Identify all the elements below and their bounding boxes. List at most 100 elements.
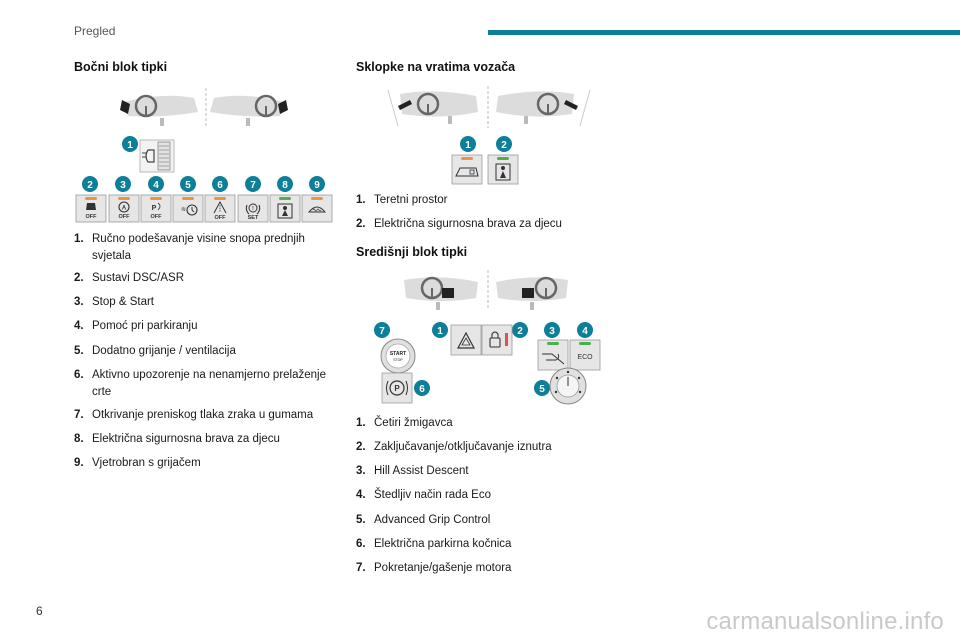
button-cargo-area bbox=[451, 154, 483, 185]
section-title-side-block: Bočni blok tipki bbox=[74, 60, 168, 74]
center-item-1: 1.Četiri žmigavca bbox=[356, 417, 453, 429]
button-lane-departure-off: OFF bbox=[204, 194, 236, 223]
svg-text:1: 1 bbox=[465, 140, 471, 151]
svg-text:3: 3 bbox=[549, 326, 555, 337]
badge-2: 2 bbox=[82, 176, 98, 192]
center-item-3: 3.Hill Assist Descent bbox=[356, 465, 469, 477]
svg-text:5: 5 bbox=[539, 384, 545, 395]
svg-text:4: 4 bbox=[582, 326, 588, 337]
svg-text:≋: ≋ bbox=[181, 207, 186, 213]
center-badge-6: 6 bbox=[414, 380, 430, 396]
button-dsc-off: OFF bbox=[75, 194, 107, 223]
button-tyre-pressure-set: ! SET bbox=[237, 194, 269, 223]
badge-6: 6 bbox=[212, 176, 228, 192]
svg-text:2: 2 bbox=[501, 140, 507, 151]
dashboard-rhd-icon bbox=[210, 94, 288, 126]
button-stop-start-off: A OFF bbox=[108, 194, 140, 223]
svg-text:1: 1 bbox=[127, 140, 133, 151]
svg-text:4: 4 bbox=[153, 180, 159, 191]
svg-text:8: 8 bbox=[282, 180, 288, 191]
svg-text:A: A bbox=[122, 206, 127, 212]
section-title-center-block: Središnji blok tipki bbox=[356, 245, 468, 259]
svg-text:2: 2 bbox=[87, 180, 93, 191]
svg-text:P: P bbox=[394, 384, 400, 393]
side-item-8: 8.Električna sigurnosna brava za djecu bbox=[74, 433, 280, 445]
svg-text:2: 2 bbox=[517, 326, 523, 337]
button-start-stop: START STOP bbox=[380, 338, 416, 374]
button-door-child-lock bbox=[487, 154, 519, 185]
svg-text:OFF: OFF bbox=[151, 214, 163, 220]
badge-9: 9 bbox=[309, 176, 325, 192]
side-block-illustration: 1 2 3 4 5 6 7 8 9 OFF A OFF P OF bbox=[75, 88, 333, 223]
door-dashboard-lhd-icon bbox=[387, 89, 478, 127]
center-item-6: 6.Električna parkirna kočnica bbox=[356, 538, 512, 550]
svg-text:OFF: OFF bbox=[215, 215, 227, 221]
section-title-door-block: Sklopke na vratima vozača bbox=[356, 60, 516, 74]
center-block-illustration: 7 1 2 3 4 6 5 START STOP ECO P bbox=[374, 270, 601, 405]
badge-5: 5 bbox=[180, 176, 196, 192]
button-hazard-lights bbox=[450, 324, 482, 356]
button-park-assist-off: P OFF bbox=[140, 194, 172, 223]
svg-text:P: P bbox=[152, 205, 157, 212]
svg-text:5: 5 bbox=[185, 180, 191, 191]
side-item-9: 9.Vjetrobran s grijačem bbox=[74, 457, 201, 469]
center-item-4: 4.Štedljiv način rada Eco bbox=[356, 489, 491, 501]
center-badge-1: 1 bbox=[432, 322, 448, 338]
watermark: carmanualsonline.info bbox=[706, 608, 944, 635]
page-number: 6 bbox=[36, 604, 43, 618]
badge-3: 3 bbox=[115, 176, 131, 192]
badge-8: 8 bbox=[277, 176, 293, 192]
door-item-1: 1.Teretni prostor bbox=[356, 194, 448, 206]
door-item-2: 2.Električna sigurnosna brava za djecu bbox=[356, 218, 562, 230]
center-badge-2: 2 bbox=[512, 322, 528, 338]
side-item-3: 3.Stop & Start bbox=[74, 296, 155, 308]
center-item-5: 5.Advanced Grip Control bbox=[356, 514, 491, 526]
header-accent-bar bbox=[488, 30, 960, 35]
header-title: Pregled bbox=[74, 24, 116, 38]
svg-text:9: 9 bbox=[314, 180, 320, 191]
button-aux-heating: ≋ bbox=[172, 194, 204, 223]
svg-text:1: 1 bbox=[437, 326, 443, 337]
side-item-6: 6.Aktivno upozorenje na nenamjerno prela… bbox=[74, 369, 326, 398]
svg-text:OFF: OFF bbox=[119, 214, 131, 220]
center-badge-7: 7 bbox=[374, 322, 390, 338]
center-dashboard-lhd-icon bbox=[404, 276, 478, 310]
svg-text:OFF: OFF bbox=[86, 214, 98, 220]
center-badge-5: 5 bbox=[534, 380, 550, 396]
button-child-lock bbox=[269, 194, 301, 223]
door-badge-1: 1 bbox=[460, 136, 476, 152]
side-item-4: 4.Pomoć pri parkiranju bbox=[74, 320, 198, 332]
button-hill-descent bbox=[537, 339, 569, 371]
center-dashboard-rhd-icon bbox=[496, 276, 568, 310]
svg-text:7: 7 bbox=[250, 180, 256, 191]
badge-1: 1 bbox=[122, 136, 138, 152]
badge-7: 7 bbox=[245, 176, 261, 192]
door-block-illustration: 1 2 bbox=[387, 86, 591, 185]
svg-text:ECO: ECO bbox=[577, 354, 593, 361]
button-electric-parking-brake: P bbox=[381, 372, 413, 404]
side-item-2: 2.Sustavi DSC/ASR bbox=[74, 272, 185, 284]
side-item-1: 1.Ručno podešavanje visine snopa prednji… bbox=[74, 233, 305, 262]
side-item-5: 5.Dodatno grijanje / ventilacija bbox=[74, 345, 236, 357]
center-badge-3: 3 bbox=[544, 322, 560, 338]
badge-4: 4 bbox=[148, 176, 164, 192]
grip-control-dial bbox=[549, 367, 587, 405]
headlamp-adjust-control bbox=[139, 139, 175, 173]
center-item-7: 7.Pokretanje/gašenje motora bbox=[356, 562, 512, 574]
svg-text:3: 3 bbox=[120, 180, 126, 191]
door-dashboard-rhd-icon bbox=[496, 89, 591, 127]
button-eco: ECO bbox=[569, 339, 601, 371]
svg-text:STOP: STOP bbox=[393, 358, 403, 362]
door-badge-2: 2 bbox=[496, 136, 512, 152]
center-item-2: 2.Zaključavanje/otključavanje iznutra bbox=[356, 441, 552, 453]
dashboard-lhd-icon bbox=[120, 94, 198, 126]
svg-text:SET: SET bbox=[248, 215, 259, 221]
svg-text:START: START bbox=[390, 351, 406, 357]
svg-text:!: ! bbox=[252, 206, 254, 212]
svg-text:6: 6 bbox=[217, 180, 223, 191]
svg-text:7: 7 bbox=[379, 326, 385, 337]
svg-text:6: 6 bbox=[419, 384, 425, 395]
button-heated-windscreen bbox=[301, 194, 333, 223]
button-central-lock bbox=[481, 324, 513, 356]
side-item-7: 7.Otkrivanje preniskog tlaka zraka u gum… bbox=[74, 409, 314, 421]
